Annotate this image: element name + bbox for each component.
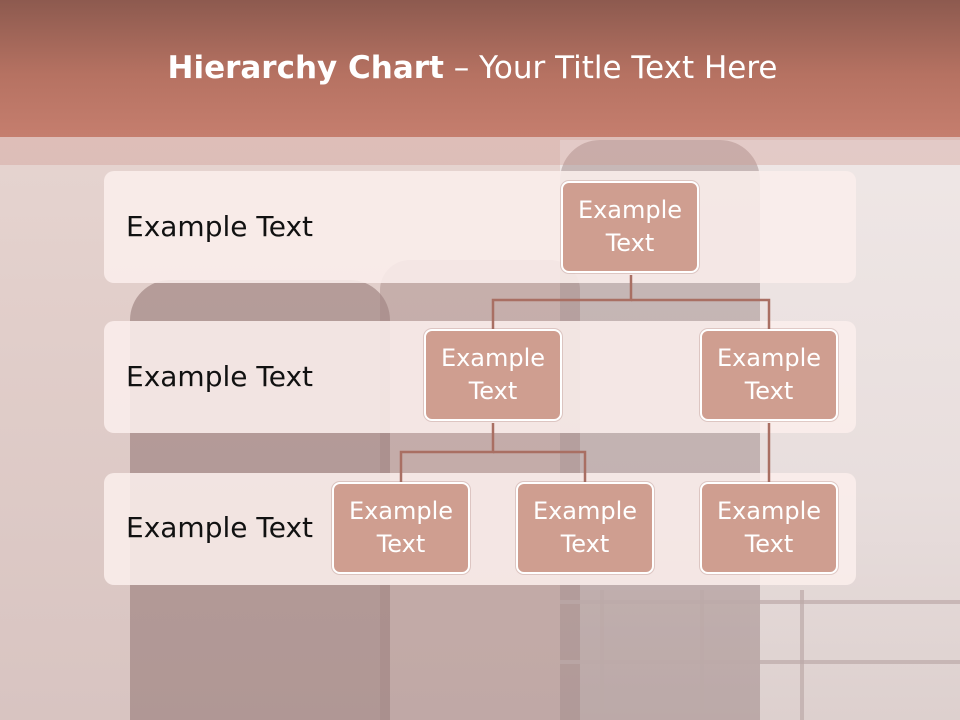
connector-root-right <box>631 298 771 329</box>
slide-title-rest: – Your Title Text Here <box>443 50 778 86</box>
node-level3-b-label: Example Text <box>532 497 638 558</box>
background-railing <box>600 590 604 720</box>
node-root[interactable]: Example Text <box>561 181 699 273</box>
node-level2-right-label: Example Text <box>716 344 822 405</box>
level-label-2[interactable]: Example Text <box>126 360 314 393</box>
node-level3-a-label: Example Text <box>348 497 454 558</box>
node-level2-right[interactable]: Example Text <box>700 329 838 421</box>
background-railing <box>700 590 704 720</box>
background-railing <box>560 660 960 664</box>
node-root-label: Example Text <box>577 196 683 257</box>
node-level3-c-label: Example Text <box>716 497 822 558</box>
connector-left-children <box>399 423 495 482</box>
node-level3-b[interactable]: Example Text <box>516 482 654 574</box>
level-label-1[interactable]: Example Text <box>126 210 314 243</box>
background-railing <box>800 590 804 720</box>
node-level3-a[interactable]: Example Text <box>332 482 470 574</box>
background-railing <box>560 600 960 604</box>
title-bar-strip <box>0 137 960 165</box>
level-band-1 <box>104 171 856 283</box>
level-label-3[interactable]: Example Text <box>126 511 314 544</box>
node-level3-c[interactable]: Example Text <box>700 482 838 574</box>
slide-title[interactable]: Hierarchy Chart – Your Title Text Here <box>0 50 945 86</box>
connector-root-children <box>491 275 633 329</box>
title-bar <box>0 0 960 137</box>
slide-title-bold: Hierarchy Chart <box>167 50 444 86</box>
node-level2-left[interactable]: Example Text <box>424 329 562 421</box>
connector-left-b <box>493 450 587 482</box>
node-level2-left-label: Example Text <box>440 344 546 405</box>
